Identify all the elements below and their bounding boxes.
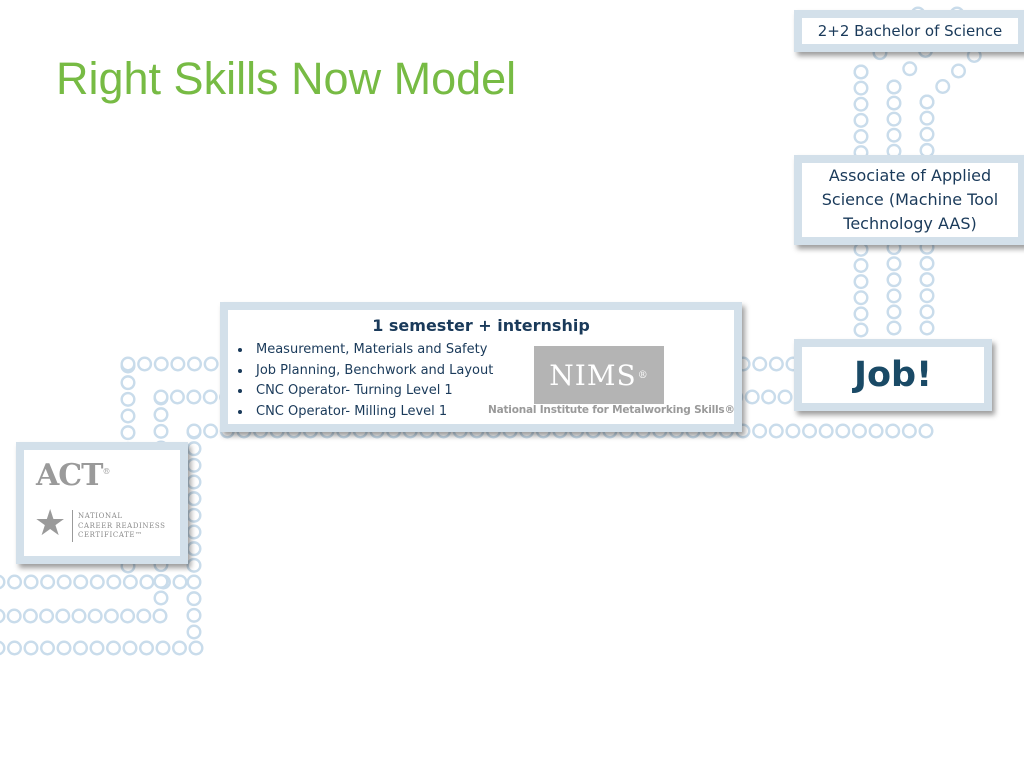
job-box: Job!: [794, 339, 992, 411]
act-divider: [72, 510, 73, 542]
list-item: CNC Operator- Turning Level 1: [252, 381, 532, 402]
ncrc-text: National Career Readiness Certificate™: [78, 512, 166, 541]
ncrc-line: Career Readiness: [78, 521, 166, 530]
nims-reg-mark: ®: [637, 369, 649, 381]
act-logo: ACT®: [36, 458, 110, 493]
nims-logo: NIMS®: [534, 346, 664, 404]
ncrc-line: National: [78, 512, 123, 520]
act-box: ACT® ★ National Career Readiness Certifi…: [16, 442, 188, 564]
bachelor-label: 2+2 Bachelor of Science: [817, 22, 1003, 40]
list-item: Job Planning, Benchwork and Layout: [252, 361, 532, 382]
semester-title: 1 semester + internship: [372, 316, 590, 335]
act-logo-text: ACT: [36, 458, 103, 493]
slide-title: Right Skills Now Model: [56, 53, 517, 104]
semester-list: Measurement, Materials and Safety Job Pl…: [236, 340, 532, 422]
ncrc-line: Certificate™: [78, 531, 143, 539]
aas-label: Associate of Applied Science (Machine To…: [821, 166, 999, 233]
aas-box: Associate of Applied Science (Machine To…: [794, 155, 1024, 245]
star-icon: ★: [34, 503, 67, 544]
nims-logo-text: NIMS: [549, 358, 637, 392]
nims-caption: National Institute for Metalworking Skil…: [488, 404, 735, 416]
list-item: CNC Operator- Milling Level 1: [252, 402, 532, 423]
job-label: Job!: [853, 355, 933, 395]
bachelor-box: 2+2 Bachelor of Science: [794, 10, 1024, 52]
act-tm-mark: ®: [102, 467, 110, 476]
semester-box: 1 semester + internship Measurement, Mat…: [220, 302, 742, 432]
list-item: Measurement, Materials and Safety: [252, 340, 532, 361]
